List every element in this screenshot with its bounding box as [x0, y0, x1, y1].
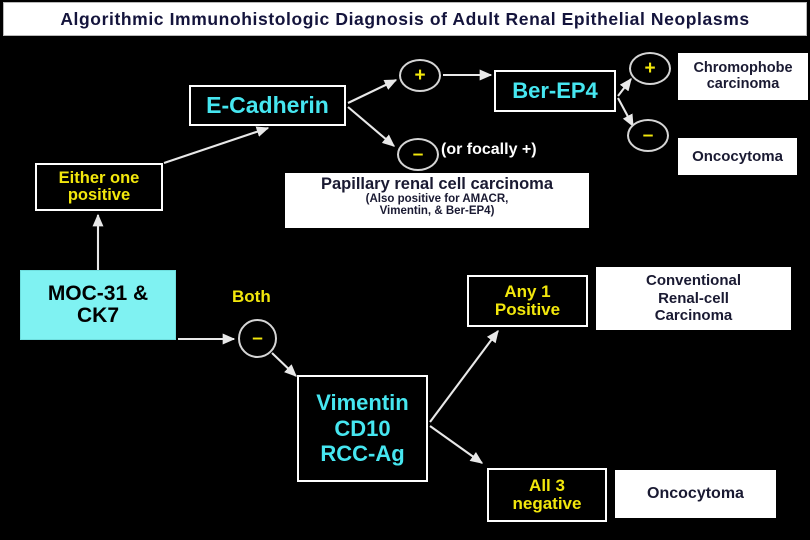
node-e-cadherin-label: E-Cadherin — [206, 92, 329, 119]
node-vimentin-panel[interactable]: Vimentin CD10 RCC-Ag — [297, 375, 428, 482]
page-title: Algorithmic Immunohistologic Diagnosis o… — [60, 8, 750, 29]
node-papillary-rcc-line3: Vimentin, & Ber-EP4) — [379, 205, 495, 218]
node-papillary-rcc: Papillary renal cell carcinoma (Also pos… — [285, 173, 589, 228]
label-both: Both — [232, 287, 271, 306]
node-moc31-ck7[interactable]: MOC-31 & CK7 — [20, 270, 176, 340]
node-all-3-negative-line2: negative — [512, 494, 582, 513]
node-any-1-positive[interactable]: Any 1 Positive — [467, 275, 588, 327]
arrow-berep4-to-negative — [617, 97, 634, 128]
arrow-ecadherin-to-positive — [347, 79, 398, 104]
node-ber-ep4[interactable]: Ber-EP4 — [494, 70, 616, 112]
node-papillary-rcc-line1: Papillary renal cell carcinoma — [320, 175, 554, 193]
node-e-cadherin[interactable]: E-Cadherin — [189, 85, 346, 126]
arrow-vimentin-to-any1positive — [429, 329, 499, 423]
node-oncocytoma-bottom-label: Oncocytoma — [647, 484, 744, 502]
node-any-1-positive-line1: Any 1 — [504, 282, 551, 302]
title-bar: Algorithmic Immunohistologic Diagnosis o… — [3, 2, 807, 36]
node-vimentin-panel-line2: CD10 — [334, 415, 391, 441]
bubble-berep4-positive: + — [629, 52, 671, 85]
node-either-one-positive[interactable]: Either one positive — [35, 163, 163, 211]
node-papillary-rcc-line2: (Also positive for AMACR, — [365, 193, 509, 206]
arrow-both-negative-to-vimentin — [271, 352, 297, 377]
node-chromophobe-carcinoma: Chromophobe carcinoma — [678, 53, 808, 100]
node-conventional-rcc-line2: Renal-cell — [658, 289, 729, 307]
node-any-1-positive-line2: Positive — [494, 300, 561, 319]
node-vimentin-panel-line3: RCC-Ag — [320, 441, 405, 467]
node-conventional-rcc-line3: Carcinoma — [654, 307, 733, 325]
node-vimentin-panel-line1: Vimentin — [316, 389, 409, 415]
bubble-berep4-negative-symbol: – — [642, 125, 654, 146]
bubble-ecadherin-negative: – — [397, 138, 439, 171]
node-conventional-rcc-line1: Conventional — [645, 271, 741, 289]
arrow-berep4-to-positive — [617, 77, 632, 97]
node-oncocytoma-bottom: Oncocytoma — [615, 470, 776, 518]
arrow-vimentin-to-all3negative — [429, 425, 484, 464]
node-all-3-negative[interactable]: All 3 negative — [487, 468, 607, 522]
node-oncocytoma-top-label: Oncocytoma — [692, 147, 783, 165]
bubble-berep4-negative: – — [627, 119, 669, 152]
arrow-either-one-to-ecadherin — [163, 126, 270, 164]
node-either-one-positive-line1: Either one — [58, 168, 140, 187]
arrow-ecadherin-to-negative — [347, 106, 395, 147]
bubble-ecadherin-positive: + — [399, 59, 441, 92]
bubble-moc31-both-negative-symbol: – — [252, 328, 263, 349]
bubble-ecadherin-positive-symbol: + — [414, 65, 426, 86]
node-chromophobe-carcinoma-line1: Chromophobe — [693, 60, 793, 77]
node-chromophobe-carcinoma-line2: carcinoma — [706, 75, 780, 92]
bubble-berep4-positive-symbol: + — [644, 58, 656, 79]
node-all-3-negative-line1: All 3 — [529, 476, 565, 496]
bubble-moc31-both-negative: – — [238, 319, 277, 358]
label-or-focally-positive: (or focally +) — [441, 141, 537, 158]
node-ber-ep4-label: Ber-EP4 — [512, 78, 598, 104]
node-moc31-ck7-line2: CK7 — [76, 304, 119, 327]
bubble-ecadherin-negative-symbol: – — [412, 144, 424, 165]
node-moc31-ck7-line1: MOC-31 & — [47, 281, 149, 305]
node-oncocytoma-top: Oncocytoma — [678, 138, 797, 175]
node-conventional-rcc: Conventional Renal-cell Carcinoma — [596, 267, 791, 330]
node-either-one-positive-line2: positive — [67, 186, 131, 204]
